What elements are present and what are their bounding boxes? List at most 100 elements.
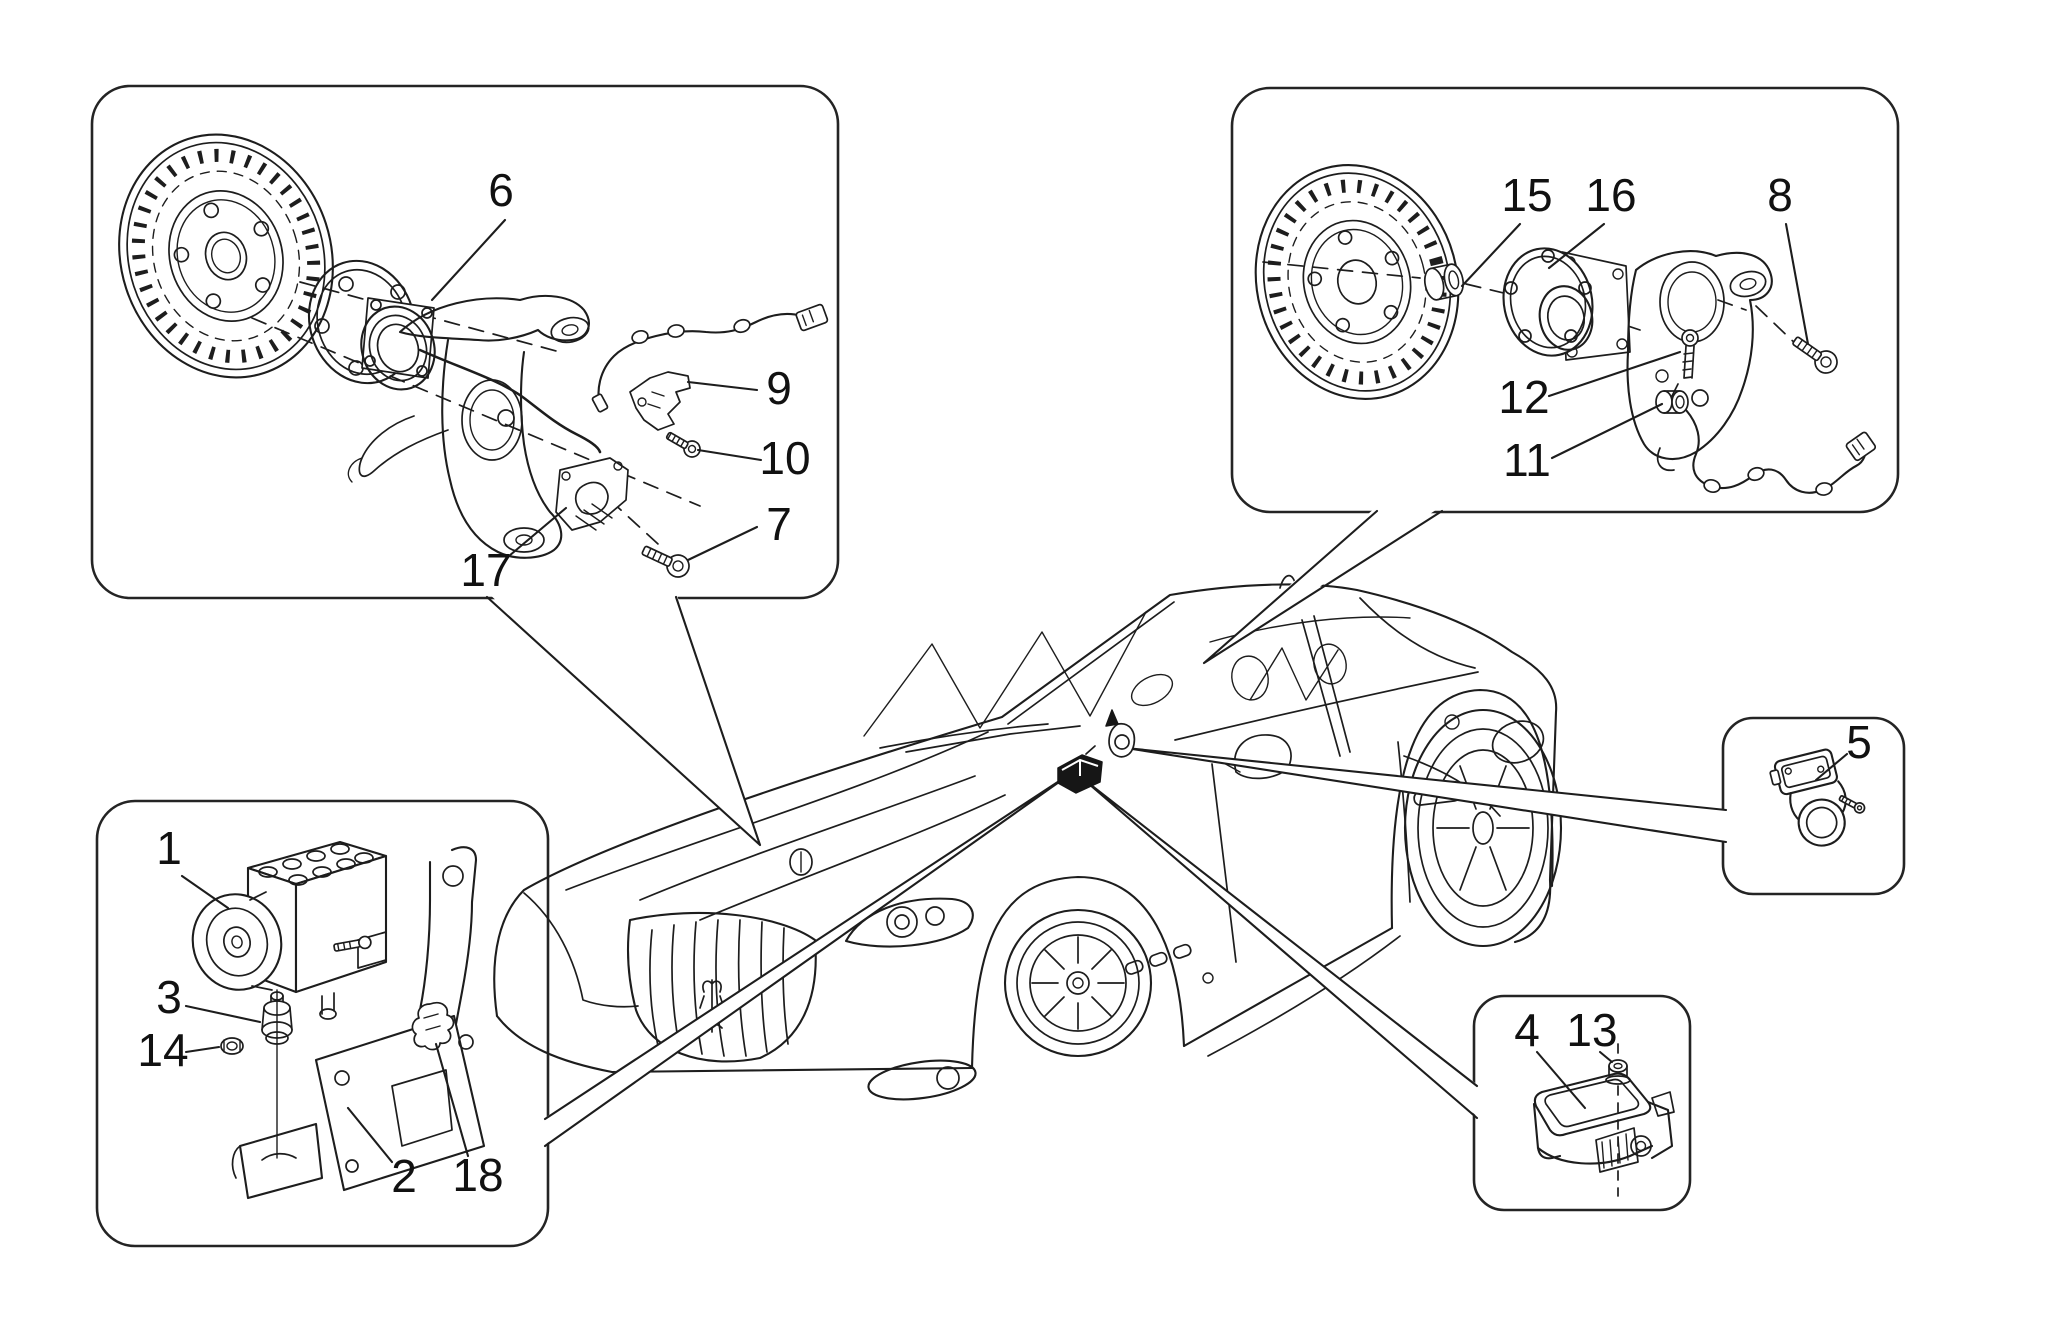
leader-17 xyxy=(507,506,568,558)
callout-1: 1 xyxy=(156,822,182,874)
leader-4 xyxy=(1535,1050,1587,1110)
cowl-line xyxy=(879,723,1049,749)
callout-6: 6 xyxy=(488,164,514,216)
front-panel-pointer xyxy=(485,595,762,847)
panel-front-wheel-detail xyxy=(90,84,840,600)
front-hub-assembly xyxy=(307,259,436,391)
front-knuckle xyxy=(347,294,590,559)
steering-sensor-detail-art xyxy=(1769,748,1866,847)
bolt-7 xyxy=(641,545,690,578)
abs-harness-on-knuckle xyxy=(418,348,602,454)
car-sill xyxy=(1182,926,1394,1048)
mounting-pin xyxy=(333,935,372,952)
callout-15: 15 xyxy=(1501,169,1552,221)
car-front-bumper xyxy=(495,1014,974,1074)
fog-lamp xyxy=(867,1059,977,1101)
leader-2 xyxy=(346,1106,394,1164)
callout-9: 9 xyxy=(766,362,792,414)
abs-bracket-2 xyxy=(231,846,486,1200)
hood-seam xyxy=(565,731,989,891)
sensor-bracket-9 xyxy=(629,371,691,431)
cowl-connector xyxy=(1057,745,1103,794)
rear-wheel-arch xyxy=(1390,688,1554,930)
rear-hub-16 xyxy=(1502,247,1631,361)
leader-10 xyxy=(696,448,763,462)
fascia-seam xyxy=(523,892,639,1008)
bolt-8 xyxy=(1792,336,1838,374)
callout-4: 4 xyxy=(1514,1004,1540,1056)
grille xyxy=(626,911,817,1063)
door-seam xyxy=(1211,763,1237,963)
leader-5 xyxy=(1814,752,1849,782)
car-body-outline xyxy=(493,583,1558,1018)
callout-16: 16 xyxy=(1585,169,1636,221)
grommet-11 xyxy=(1655,390,1689,414)
callout-5: 5 xyxy=(1846,716,1872,768)
callout-7: 7 xyxy=(766,498,792,550)
leader-12 xyxy=(1547,350,1682,398)
yaw-sensor-detail-art xyxy=(1532,1043,1675,1197)
yaw-sensor-module-4 xyxy=(1532,1072,1675,1173)
beltline xyxy=(1174,671,1479,741)
callout-2: 2 xyxy=(391,1150,417,1202)
callout-8: 8 xyxy=(1767,169,1793,221)
yaw-panel-pointer xyxy=(1080,776,1479,1120)
callout-10: 10 xyxy=(759,432,810,484)
callout-17: 17 xyxy=(460,544,511,596)
leader-6 xyxy=(430,218,507,302)
callout-labels: 6 9 10 7 17 15 16 8 12 11 1 3 14 2 18 5 … xyxy=(137,164,1871,1202)
leader-15 xyxy=(1460,222,1522,288)
b-pillar xyxy=(1301,615,1351,757)
rear-panel-pointer-fill xyxy=(1204,506,1442,663)
wiper xyxy=(905,725,1081,753)
door-glass-reflections xyxy=(1249,647,1339,701)
headlight xyxy=(844,897,974,948)
callout-18: 18 xyxy=(452,1149,503,1201)
front-wheel-detail-art xyxy=(118,133,829,578)
callout-leader-lines xyxy=(180,218,1849,1164)
leader-13 xyxy=(1598,1050,1614,1064)
car-illustration xyxy=(493,574,1563,1101)
nut-13 xyxy=(1605,1059,1631,1085)
leader-1 xyxy=(180,874,230,910)
interior-hints xyxy=(1130,616,1411,707)
sensor-screw xyxy=(1838,795,1866,814)
leader-11 xyxy=(1550,402,1664,460)
leader-9 xyxy=(686,380,759,392)
leader-7 xyxy=(686,525,759,562)
rear-abs-sensor-cable xyxy=(1684,408,1877,496)
rear-brake-disc xyxy=(1254,164,1460,400)
hood-crease-2 xyxy=(699,794,1006,921)
nut-14 xyxy=(220,1037,244,1055)
rear-door-seam xyxy=(1397,741,1411,903)
steering-sensor-5 xyxy=(1769,748,1847,847)
leader-8 xyxy=(1784,222,1810,346)
fender-vents xyxy=(1124,943,1214,984)
rear-wheel xyxy=(1403,708,1563,948)
abs-panel-pointer xyxy=(543,768,1078,1148)
leader-3 xyxy=(184,1004,262,1024)
leader-18 xyxy=(434,1042,470,1158)
c-pillar-line xyxy=(1359,597,1476,669)
abs-hydraulic-unit xyxy=(191,840,388,1020)
cable-connector xyxy=(795,303,829,332)
bolt-12 xyxy=(1681,329,1699,379)
car-rocker-line xyxy=(1207,935,1401,1057)
hub-nut-15 xyxy=(1423,263,1465,301)
trident-badge xyxy=(699,979,725,1033)
abs-pump-motor xyxy=(191,891,283,991)
front-wheel-arch xyxy=(970,875,1186,1070)
hood-crease-1 xyxy=(639,775,976,901)
callout-14: 14 xyxy=(137,1024,188,1076)
callout-12: 12 xyxy=(1498,371,1549,423)
callout-13: 13 xyxy=(1566,1004,1617,1056)
clip-18 xyxy=(411,1001,455,1051)
panel-pointers xyxy=(485,506,1728,1148)
rear-cable-connector xyxy=(1845,431,1877,462)
abs-unit-detail-art xyxy=(191,840,486,1200)
cowl-sensor-bracket xyxy=(1105,709,1136,758)
windshield-reflections xyxy=(863,611,1147,737)
front-brake-disc xyxy=(118,133,334,379)
